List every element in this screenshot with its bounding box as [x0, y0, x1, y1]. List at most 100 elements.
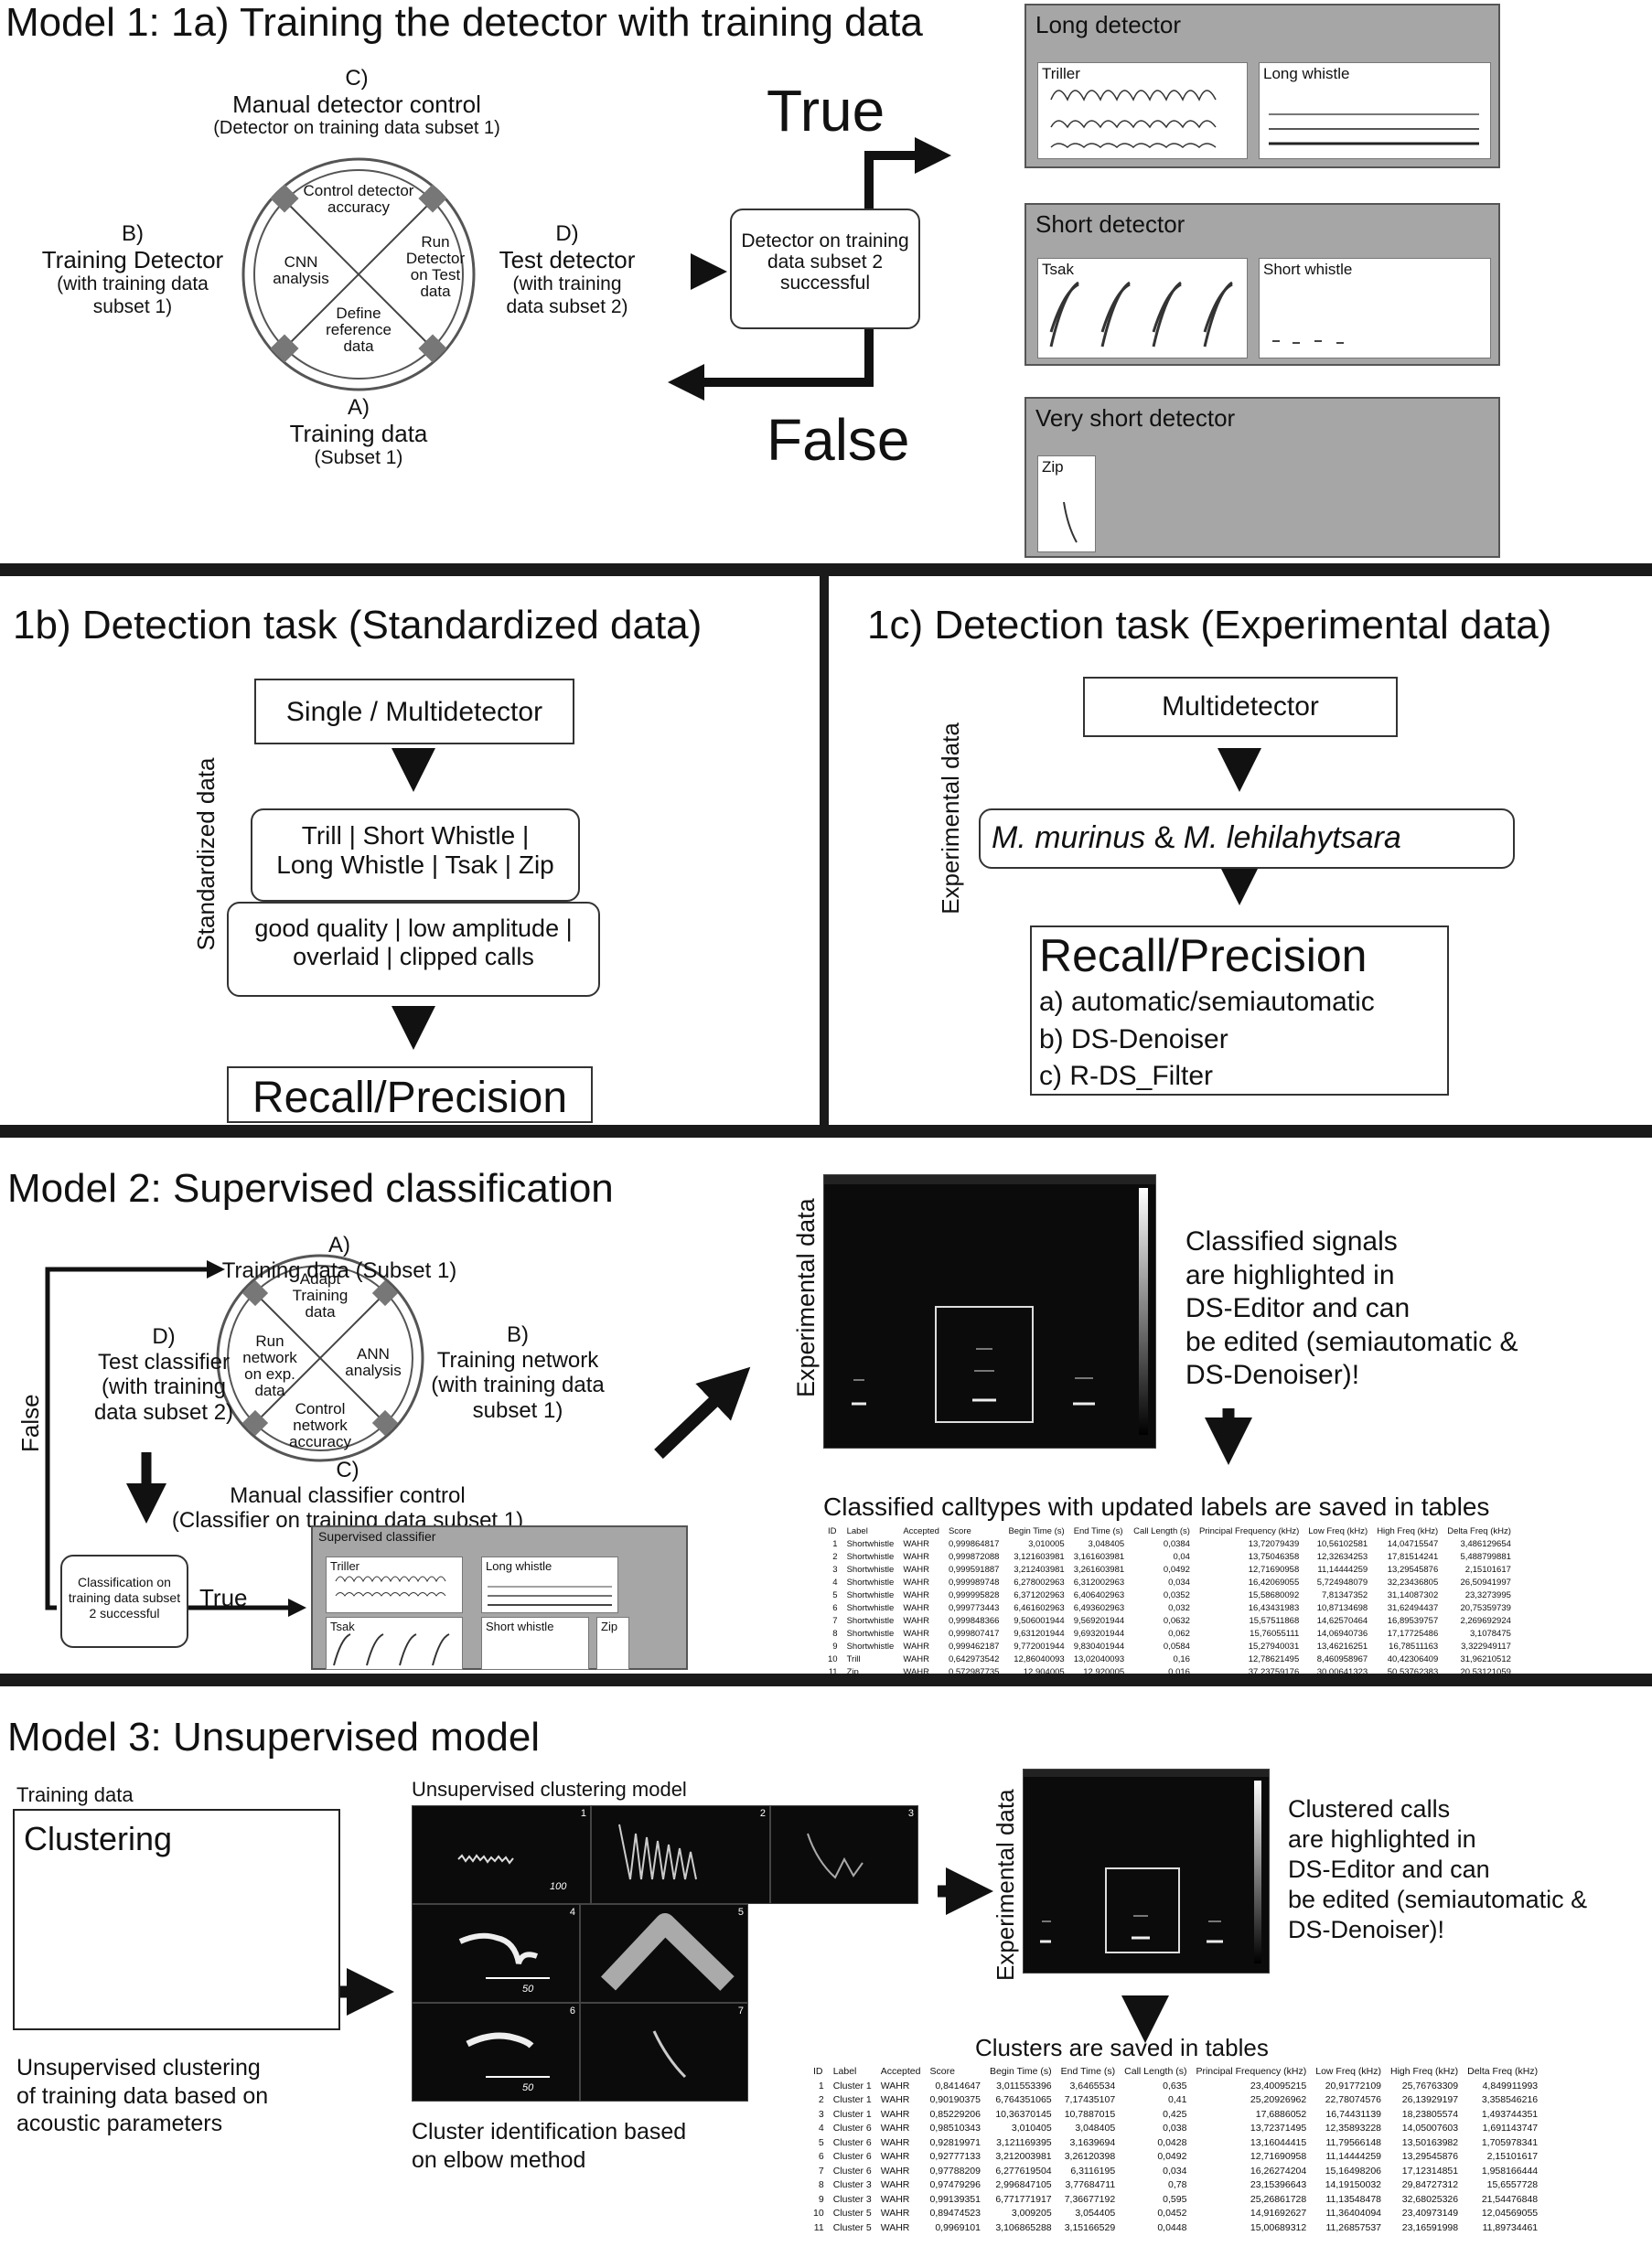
table-cell: 1 — [818, 2080, 824, 2091]
table-cell: 5,488799881 — [1460, 1552, 1511, 1562]
m2-c-main: Manual classifier control — [230, 1482, 466, 1508]
c1-option-b: b) DS-Denoiser — [1039, 1023, 1228, 1054]
triller-label: Triller — [1042, 65, 1080, 82]
m3-note: Clustered calls are highlighted in DS-Ed… — [1288, 1794, 1587, 1945]
m1-c-sub: (Detector on training data subset 1) — [213, 118, 500, 139]
table-cell: 0,0584 — [1163, 1642, 1190, 1652]
table-cell: 40,42306409 — [1387, 1654, 1439, 1664]
table-cell: Shortwhistle — [846, 1552, 895, 1562]
c1-side-label: Experimental data — [937, 722, 964, 915]
sc-triller-label: Triller — [330, 1559, 360, 1573]
m1-b-sub2: subset 1) — [92, 295, 173, 317]
table-cell: 8 — [818, 2179, 824, 2190]
table-cell: 8,460958967 — [1316, 1654, 1368, 1664]
m1-b-letter: B) — [122, 221, 144, 246]
m2-c-letter: C) — [336, 1458, 359, 1482]
table-header-cell: ID — [813, 2066, 823, 2077]
table-header-cell: Low Freq (kHz) — [1308, 1526, 1368, 1536]
ucm-panel-4-scale: 50 — [522, 1984, 534, 1995]
sc-triller: Triller — [326, 1557, 463, 1613]
table-cell: 9,693201944 — [1073, 1629, 1125, 1639]
b1-title: 1b) Detection task (Standardized data) — [13, 603, 703, 647]
table-cell: WAHR — [903, 1539, 929, 1549]
m1-b-sub1: (with training data — [57, 273, 209, 295]
sc-short-whistle: Short whistle — [481, 1617, 589, 1670]
table-cell: 17,81514241 — [1387, 1552, 1439, 1562]
table-header-cell: Label — [846, 1526, 868, 1536]
table-cell: WAHR — [903, 1654, 929, 1664]
table-cell: 11,14444259 — [1325, 2151, 1382, 2162]
table-header-cell: Label — [832, 2066, 857, 2077]
table-cell: 0,04 — [1173, 1552, 1190, 1562]
long-whistle-label: Long whistle — [1263, 65, 1350, 82]
table-cell: WAHR — [903, 1603, 929, 1613]
table-cell: 13,72371495 — [1250, 2123, 1307, 2134]
table-cell: Shortwhistle — [846, 1578, 895, 1588]
table-header-cell: Begin Time (s) — [1008, 1526, 1065, 1536]
table-cell: 0,062 — [1168, 1629, 1190, 1639]
table-cell: Cluster 5 — [832, 2208, 872, 2219]
table-cell: 11,36404094 — [1325, 2208, 1382, 2219]
table-header-cell: ID — [828, 1526, 837, 1536]
table-cell: 3,010005 — [1028, 1539, 1065, 1549]
m3-note-line1: Clustered calls — [1288, 1795, 1451, 1823]
table-header-cell: Principal Frequency (kHz) — [1198, 1526, 1300, 1536]
table-cell: 10,7887015 — [1064, 2108, 1116, 2120]
m2-exp-label: Experimental data — [792, 1198, 820, 1397]
table-cell: WAHR — [880, 2193, 910, 2205]
table-cell: 0,0428 — [1157, 2136, 1187, 2148]
table-header-cell: Call Length (s) — [1133, 1526, 1190, 1536]
table-cell: 7,17435107 — [1064, 2094, 1116, 2105]
ucm-panel-4: 4 50 — [412, 1904, 580, 2003]
b1-calltypes-line1: Trill | Short Whistle | — [301, 821, 530, 850]
table-cell: 0,78 — [1168, 2179, 1187, 2190]
table-cell: 14,06940736 — [1316, 1629, 1368, 1639]
table-cell: 15,16498206 — [1325, 2165, 1382, 2177]
table-cell: 0,999591887 — [948, 1565, 1000, 1575]
table-cell: 13,50163982 — [1401, 2136, 1459, 2148]
table-cell: 0,0448 — [1157, 2221, 1187, 2233]
table-cell: 15,27940031 — [1248, 1642, 1300, 1652]
table-cell: 11 — [813, 2221, 824, 2233]
table-cell: 9 — [832, 1642, 838, 1652]
zip-label: Zip — [1042, 458, 1064, 476]
table-cell: 0,0492 — [1157, 2151, 1187, 2162]
table-header-cell: End Time (s) — [1073, 1526, 1123, 1536]
table-header-cell: Score — [929, 2066, 955, 2077]
table-cell: 25,26861728 — [1250, 2193, 1307, 2205]
m3-spec-toolbar — [1024, 1770, 1269, 1777]
table-cell: 13,72079439 — [1248, 1539, 1300, 1549]
table-header-cell: Begin Time (s) — [989, 2066, 1052, 2077]
table-cell: 0,999872088 — [948, 1552, 1000, 1562]
m2-c-label: C) Manual classifier control (Classifier… — [156, 1458, 540, 1534]
very-short-detector-title: Very short detector — [1035, 404, 1236, 432]
m1-decision-box: Detector on training data subset 2 succe… — [730, 209, 920, 329]
m2-note-line5: DS-Denoiser)! — [1185, 1360, 1360, 1391]
table-cell: 10,87134698 — [1316, 1603, 1368, 1613]
table-cell: 11,79566148 — [1325, 2136, 1382, 2148]
triller-spectrogram: Triller — [1037, 62, 1248, 159]
table-cell: 2 — [832, 1552, 838, 1562]
table-cell: WAHR — [880, 2136, 910, 2148]
table-cell: 7 — [818, 2165, 824, 2177]
separator-1 — [0, 563, 1652, 576]
table-cell: 23,16591998 — [1401, 2221, 1459, 2233]
table-cell: 2,15101617 — [1486, 2151, 1539, 2162]
m2-d-label: D) Test classifier (with training data s… — [77, 1324, 251, 1425]
table-cell: 7,81347352 — [1321, 1590, 1368, 1600]
long-detector-title: Long detector — [1035, 11, 1182, 38]
table-cell: 23,40973149 — [1401, 2208, 1459, 2219]
table-cell: 0,97788209 — [929, 2165, 981, 2177]
m3-note-line3: DS-Editor and can — [1288, 1855, 1490, 1883]
table-cell: 10 — [813, 2208, 824, 2219]
table-cell: 14,19150032 — [1325, 2179, 1382, 2190]
table-cell: WAHR — [880, 2094, 910, 2105]
table-cell: 0,999773443 — [948, 1603, 1000, 1613]
ucm-panel-1-scale: 100 — [550, 1881, 567, 1892]
